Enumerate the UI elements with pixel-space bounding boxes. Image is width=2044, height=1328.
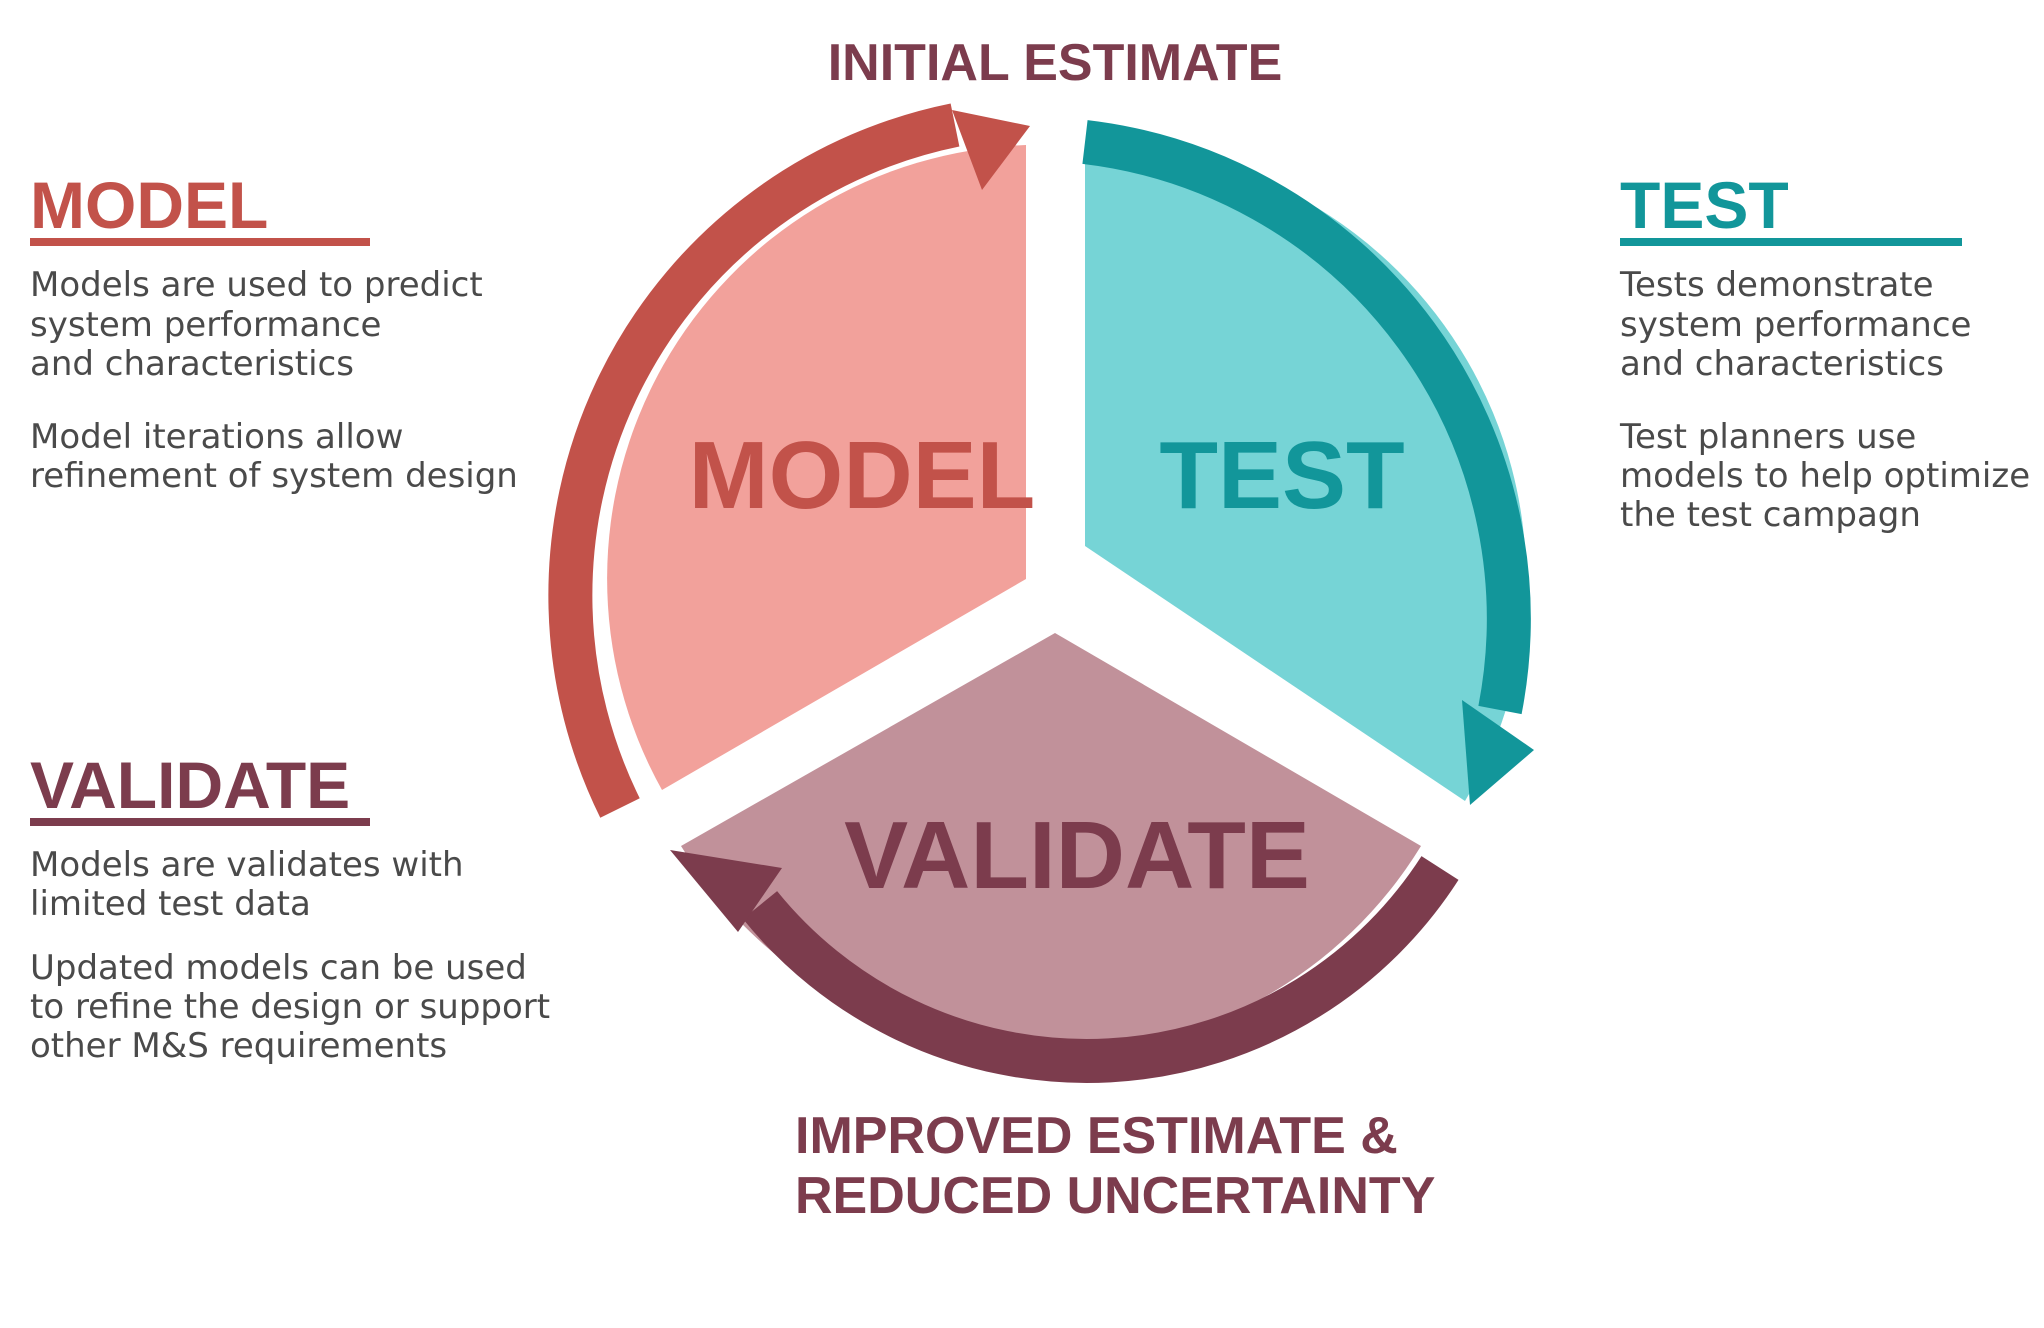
improved-estimate-label-line-2: REDUCED UNCERTAINTY bbox=[795, 1167, 1435, 1225]
validate-segment-label: VALIDATE bbox=[844, 802, 1310, 909]
test-panel-text-2-2: models to help optimize bbox=[1620, 456, 2030, 496]
test-panel-text-2-3: the test campagn bbox=[1620, 495, 1921, 535]
test-panel-underline bbox=[1620, 238, 1962, 246]
test-panel-text-2-1: Test planners use bbox=[1619, 417, 1916, 457]
model-panel-text-1-1: Models are used to predict bbox=[30, 265, 483, 305]
model-arrowhead-icon bbox=[952, 110, 1030, 190]
validate-panel-title: VALIDATE bbox=[30, 748, 350, 822]
model-description-panel: MODEL Models are used to predict system … bbox=[30, 168, 518, 496]
model-panel-text-1-2: system performance bbox=[30, 305, 381, 345]
test-panel-title: TEST bbox=[1620, 168, 1789, 242]
validate-arrowhead-icon bbox=[670, 850, 782, 932]
model-panel-underline bbox=[30, 238, 370, 246]
validate-description-panel: VALIDATE Models are validates with limit… bbox=[30, 748, 550, 1066]
validate-panel-text-2-3: other M&S requirements bbox=[30, 1026, 447, 1066]
improved-estimate-label-line-1: IMPROVED ESTIMATE & bbox=[795, 1107, 1398, 1165]
model-panel-text-2-1: Model iterations allow bbox=[30, 417, 403, 457]
validate-panel-text-1-2: limited test data bbox=[30, 884, 311, 924]
model-panel-text-1-3: and characteristics bbox=[30, 344, 354, 384]
test-panel-text-1-1: Tests demonstrate bbox=[1619, 265, 1934, 305]
validate-cycle-arc bbox=[742, 856, 1459, 1083]
test-arrowhead-icon bbox=[1462, 700, 1534, 805]
model-segment bbox=[607, 145, 1026, 790]
model-cycle-arc bbox=[548, 103, 960, 818]
validate-segment bbox=[681, 633, 1421, 1054]
validate-panel-text-1-1: Models are validates with bbox=[30, 845, 464, 885]
model-panel-text-2-2: refinement of system design bbox=[30, 456, 518, 496]
model-segment-label: MODEL bbox=[689, 422, 1036, 529]
test-segment-label: TEST bbox=[1159, 422, 1404, 529]
test-panel-text-1-2: system performance bbox=[1620, 305, 1971, 345]
validate-panel-underline bbox=[30, 818, 370, 826]
validate-panel-text-2-1: Updated models can be used bbox=[30, 948, 527, 988]
test-description-panel: TEST Tests demonstrate system performanc… bbox=[1619, 168, 2030, 535]
test-panel-text-1-3: and characteristics bbox=[1620, 344, 1944, 384]
model-panel-title: MODEL bbox=[30, 168, 268, 242]
test-cycle-arc bbox=[1082, 120, 1531, 715]
validate-panel-text-2-2: to refine the design or support bbox=[30, 987, 550, 1027]
initial-estimate-label: INITIAL ESTIMATE bbox=[828, 34, 1283, 92]
